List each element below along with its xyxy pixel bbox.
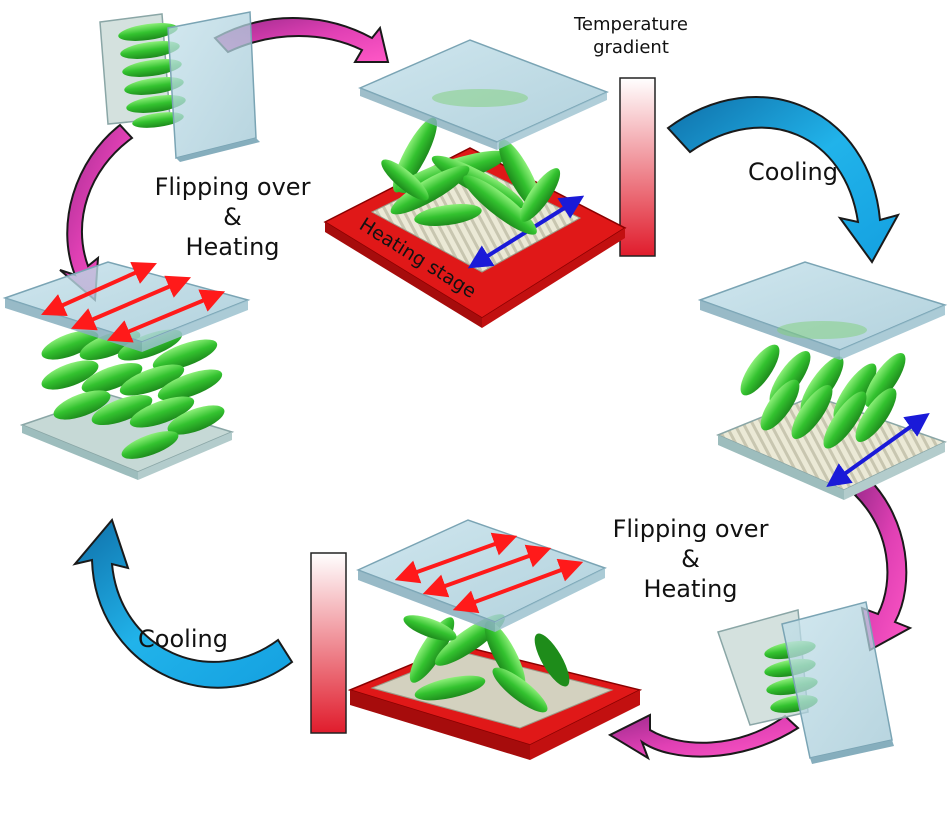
lc-molecules-random-bottom xyxy=(403,614,570,713)
glass-plate-right xyxy=(697,261,948,360)
lc-molecules-aligned-left xyxy=(41,329,225,459)
temperature-gradient-line2: gradient xyxy=(593,36,669,58)
temperature-gradient-label: Temperature gradient xyxy=(566,14,696,59)
flip-right-line2: & xyxy=(681,545,700,573)
pink-arrow-bottom-right xyxy=(607,713,800,761)
heating-stage-cell-top xyxy=(323,39,627,328)
temperature-gradient-bar-top xyxy=(619,77,656,257)
flip-right-line3: Heating xyxy=(643,575,738,603)
aligned-cell-left xyxy=(2,261,251,480)
flip-left-line3: Heating xyxy=(185,233,280,261)
flipping-heating-label-right: Flipping over & Heating xyxy=(608,514,773,604)
aligned-cell-right xyxy=(697,261,948,500)
heating-stage-cell-bottom xyxy=(347,519,643,760)
glass-plate-bottom xyxy=(356,519,607,632)
lc-molecules-aligned-right xyxy=(740,344,906,449)
pink-arrow-top-left xyxy=(213,17,390,63)
cyan-arrow-bottom-left xyxy=(72,517,294,689)
flipping-heating-label-left: Flipping over & Heating xyxy=(150,172,315,262)
flip-right-line1: Flipping over xyxy=(612,515,769,543)
rubbing-direction-arrow-right xyxy=(826,413,930,487)
flip-left-line2: & xyxy=(223,203,242,231)
flip-left-line1: Flipping over xyxy=(154,173,311,201)
cooling-label-bottom-left: Cooling xyxy=(138,625,228,653)
glass-plate-left xyxy=(2,261,251,352)
lc-molecules-random xyxy=(381,117,561,235)
lc-molecules-flipped xyxy=(118,23,186,128)
temperature-gradient-line1: Temperature xyxy=(573,14,689,35)
cooling-label-top-right: Cooling xyxy=(748,158,838,186)
glass-plate-top xyxy=(358,39,609,150)
cyan-arrow-top-right xyxy=(666,96,901,264)
flipped-cell-top-left xyxy=(99,11,260,162)
temperature-gradient-bar-bottom xyxy=(310,552,347,734)
flipped-cell-bottom-right xyxy=(717,601,894,764)
